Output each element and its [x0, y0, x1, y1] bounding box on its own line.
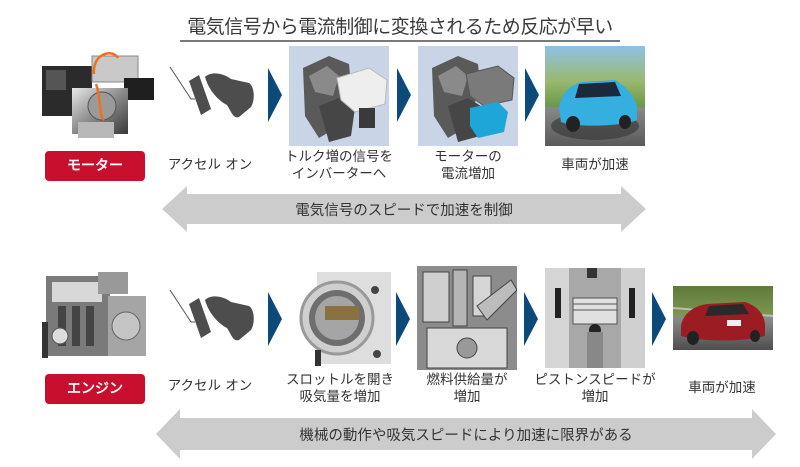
label-line-2: 吸気量を増加	[299, 389, 381, 405]
motor-step-inverter-label: トルク増の信号を インバーターへ	[269, 149, 409, 183]
accelerator-pedal-icon	[165, 65, 255, 125]
label-line-1: 燃料供給量が	[426, 372, 508, 388]
piston-image	[545, 268, 645, 368]
engine-step-fuel-label: 燃料供給量が 増加	[397, 372, 537, 406]
e-power-motor-unit-image	[32, 44, 156, 144]
chevron-right-icon	[652, 292, 666, 346]
motor-arrow-text: 電気信号のスピードで加速を制御	[295, 202, 513, 219]
engine-step-throttle-label: スロットルを開き 吸気量を増加	[270, 372, 410, 406]
label-line-2: 電流増加	[441, 166, 495, 182]
headline: 電気信号から電流制御に変換されるため反応が早い	[180, 14, 620, 42]
motor-highlight-image	[418, 46, 518, 146]
chevron-right-icon	[524, 292, 538, 346]
label-line-1: ピストンスピードが	[534, 372, 656, 388]
engine-badge: エンジン	[45, 374, 145, 404]
chevron-right-icon	[525, 68, 539, 122]
red-car-image	[673, 286, 773, 350]
engine-step-piston-label: ピストンスピードが 増加	[525, 372, 665, 406]
accelerator-pedal-icon	[165, 288, 255, 348]
chevron-right-icon	[268, 68, 282, 122]
motor-badge: モーター	[45, 151, 145, 181]
inverter-highlight-image	[289, 46, 389, 146]
motor-step-accel-label: アクセル オン	[167, 157, 253, 173]
fuel-injection-image	[417, 266, 517, 370]
label-line-1: スロットルを開き	[286, 372, 394, 388]
motor-step-car-label: 車両が加速	[561, 157, 629, 173]
chevron-right-icon	[268, 292, 282, 346]
engine-step-car-label: 車両が加速	[688, 380, 756, 396]
motor-speed-double-arrow: 電気信号のスピードで加速を制御	[162, 186, 646, 232]
label-line-1: モーターの	[434, 149, 502, 165]
engine-step-accel-label: アクセル オン	[167, 378, 253, 394]
label-line-2: 増加	[581, 389, 609, 405]
blue-car-image	[545, 46, 645, 146]
label-line-2: 増加	[453, 389, 481, 405]
throttle-body-image	[297, 268, 393, 368]
motor-step-current-label: モーターの 電流増加	[398, 149, 538, 183]
label-line-1: トルク増の信号を	[285, 149, 393, 165]
engine-arrow-text: 機械の動作や吸気スピードにより加速に限界がある	[299, 427, 633, 444]
label-line-2: インバーターへ	[291, 166, 387, 182]
engine-unit-image	[38, 262, 148, 372]
chevron-right-icon	[396, 292, 410, 346]
chevron-right-icon	[397, 68, 411, 122]
engine-limit-double-arrow: 機械の動作や吸気スピードにより加速に限界がある	[156, 409, 776, 459]
